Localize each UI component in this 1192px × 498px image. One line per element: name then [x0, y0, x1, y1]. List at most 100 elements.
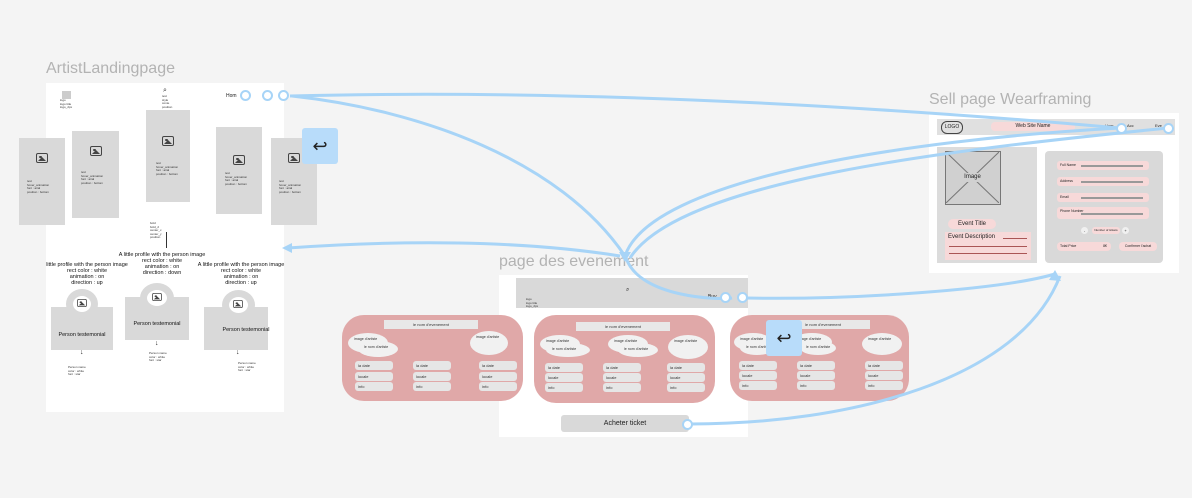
form-email[interactable]: Email — [1057, 193, 1149, 202]
sell-page-frame[interactable]: LOGO Web Site Name Hom Acc Eve Image Eve… — [929, 113, 1179, 273]
event-date: la date — [739, 361, 777, 370]
artist-card-1[interactable]: text hover_animation font : arial positi… — [19, 138, 65, 225]
search-icon[interactable]: ⌕ — [626, 287, 630, 293]
event-info: info — [865, 381, 903, 390]
connector-handle[interactable] — [240, 90, 251, 101]
artist-card-meta: text hover_animation font : arial positi… — [156, 161, 179, 176]
form-label: Email — [1060, 195, 1069, 199]
event-date: la date — [545, 363, 583, 372]
form-label: Phone Number — [1060, 209, 1084, 213]
back-button-artist[interactable]: ↩ — [302, 128, 338, 164]
sell-nav-home[interactable]: Hom — [1105, 123, 1114, 128]
testimonial-label: Person testemonial — [133, 321, 181, 327]
event-date: la date — [667, 363, 705, 372]
artist-image-bubble: image d'artiste — [470, 331, 508, 355]
quantity-minus[interactable]: - — [1081, 227, 1088, 234]
total-price-label: Total Price — [1060, 244, 1077, 248]
artist-card-4[interactable]: text hover_animation font : arial positi… — [216, 127, 262, 214]
event-info: info — [545, 383, 583, 392]
sell-event-description-box: Event Description — [945, 232, 1031, 260]
event-locale: locale — [603, 373, 641, 382]
sell-logo[interactable]: LOGO — [941, 121, 963, 134]
frame-title-events[interactable]: page des evenement — [499, 253, 649, 270]
frame-title-sell[interactable]: Sell page Wearframing — [929, 91, 1092, 108]
event-locale: locale — [413, 372, 451, 381]
image-icon — [162, 136, 174, 146]
event-locale: locale — [797, 371, 835, 380]
sell-nav-events[interactable]: Eve — [1155, 123, 1162, 128]
quantity-field[interactable]: Number of tickets — [1092, 227, 1120, 234]
confirm-purchase-button[interactable]: Confirmer l'achat — [1119, 242, 1157, 251]
artist-card-2[interactable]: text hover_animation font : arial positi… — [72, 131, 119, 218]
event-date: la date — [479, 361, 517, 370]
event-card-3[interactable]: le nom d'evenement image d'artiste le no… — [730, 315, 909, 401]
form-phone[interactable]: Phone Number — [1057, 207, 1149, 219]
total-price-field: Total Price 8€ — [1057, 242, 1111, 251]
connector-handle[interactable] — [1163, 123, 1174, 134]
arrow-right: ↓ — [236, 349, 240, 356]
event-locale: locale — [479, 372, 517, 381]
form-address[interactable]: Address — [1057, 177, 1149, 186]
connector-handle[interactable] — [262, 90, 273, 101]
event-info: info — [667, 383, 705, 392]
artist-card-meta: text hover_animation font : arial positi… — [27, 179, 50, 194]
center-arrow — [166, 232, 167, 248]
testimonial-detail-center: Person name color : white font : star — [149, 351, 167, 362]
event-card-title: le nom d'evenement — [576, 322, 670, 331]
artist-image-bubble: image d'artiste — [668, 335, 708, 359]
event-date: la date — [413, 361, 451, 370]
desc-line — [949, 246, 1027, 247]
artist-header-block: logo logo title logo_2px — [60, 98, 73, 109]
connector-handle[interactable] — [682, 419, 693, 430]
event-info: info — [603, 383, 641, 392]
form-label: Full Name — [1060, 163, 1076, 167]
event-date: la date — [797, 361, 835, 370]
connector-handle[interactable] — [737, 292, 748, 303]
testimonial-avatar-right — [222, 290, 255, 320]
testimonial-avatar-center — [140, 283, 174, 313]
acheter-ticket-button[interactable]: Acheter ticket — [561, 415, 689, 432]
sell-nav-account[interactable]: Acc — [1127, 123, 1134, 128]
desc-line — [949, 253, 1027, 254]
profile-caption-left: little profile with the person image rec… — [46, 262, 128, 286]
testimonial-card-right[interactable]: Person testemonial — [204, 307, 270, 350]
event-info: info — [739, 381, 777, 390]
image-icon — [36, 153, 48, 163]
sell-site-name: Web Site Name — [991, 122, 1075, 131]
image-icon — [288, 153, 300, 163]
connector-handle[interactable] — [1116, 123, 1127, 134]
form-full-name[interactable]: Full Name — [1057, 161, 1149, 170]
event-locale: locale — [667, 373, 705, 382]
artist-image-bubble: image d'artiste — [862, 333, 902, 355]
sell-header: LOGO Web Site Name Hom Acc Eve — [937, 119, 1175, 135]
profile-caption-center: A little profile with the person image r… — [118, 252, 206, 276]
event-date: la date — [355, 361, 393, 370]
search-icon[interactable]: ⌕ — [163, 87, 167, 94]
artist-search-meta: text style conte position — [162, 94, 173, 109]
connector-handle[interactable] — [278, 90, 289, 101]
event-info: info — [797, 381, 835, 390]
event-card-2[interactable]: le nom d'evenement image d'artiste le no… — [534, 315, 715, 403]
event-info: info — [355, 382, 393, 391]
sell-form-panel: Full Name Address Email Phone Number - N… — [1045, 151, 1163, 263]
testimonial-label: Person testemonial — [58, 332, 106, 338]
event-locale: locale — [739, 371, 777, 380]
event-info: info — [479, 382, 517, 391]
testimonial-avatar-left — [66, 289, 98, 319]
image-icon — [77, 299, 87, 307]
frame-title-artist[interactable]: ArtistLandingpage — [46, 60, 175, 77]
quantity-plus[interactable]: + — [1122, 227, 1129, 234]
arrow-left: ↓ — [80, 349, 84, 356]
artist-name-bubble: le nom d'artiste — [618, 343, 658, 357]
event-card-1[interactable]: le nom d'evenement image d'artiste le no… — [342, 315, 523, 401]
back-button-events[interactable]: ↩ — [766, 320, 802, 356]
artist-nav-home[interactable]: Hom — [226, 93, 237, 99]
connector-handle[interactable] — [720, 292, 731, 303]
artist-card-meta: text hover_animation font : arial positi… — [81, 170, 104, 185]
events-buy-link[interactable]: Buy — [708, 294, 717, 300]
total-price-value: 8€ — [1103, 244, 1107, 248]
artist-name-bubble: le nom d'artiste — [546, 343, 590, 357]
artist-name-bubble: le nom d'artiste — [358, 341, 398, 357]
artist-card-3[interactable]: text hover_animation font : arial positi… — [146, 110, 190, 202]
event-locale: locale — [355, 372, 393, 381]
